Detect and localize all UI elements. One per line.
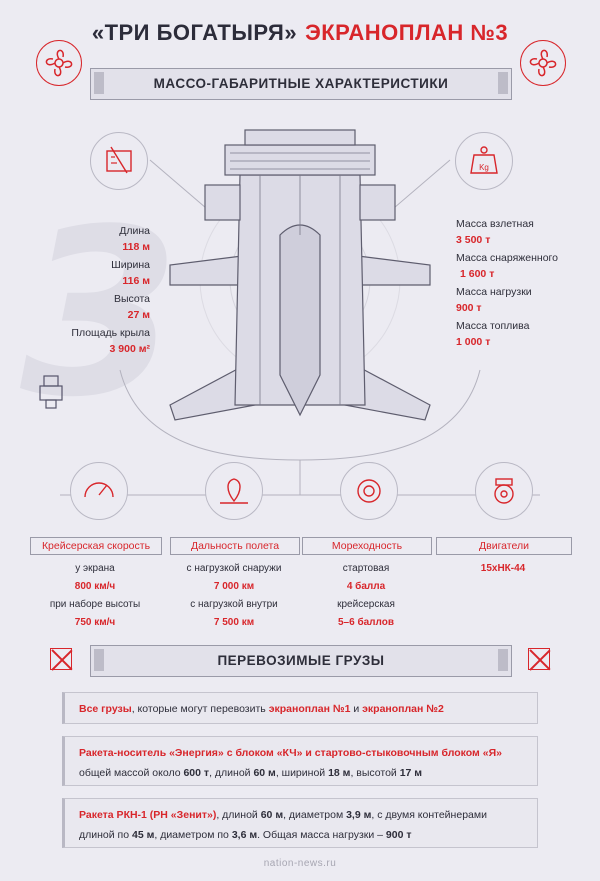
cargo-text: , диаметром по <box>154 829 232 841</box>
footer-watermark: nation-news.ru <box>263 858 337 869</box>
cargo-value: 45 м <box>131 829 155 841</box>
cargo-highlight: экраноплан №2 <box>362 703 444 715</box>
detail-text: крейсерская <box>337 599 395 610</box>
engine-sketch-icon <box>39 375 63 409</box>
cargo-text: , длиной <box>209 767 254 779</box>
dimension-value: 27 м <box>127 309 150 321</box>
dimension-value: 3 900 м² <box>109 343 150 355</box>
cargo-value: 17 м <box>399 767 423 779</box>
fan-icon-right <box>520 40 566 86</box>
dimension-label: Высота <box>113 293 150 305</box>
cargo-highlight: Все грузы <box>79 703 132 715</box>
cargo-text: , высотой <box>350 767 400 779</box>
crate-icon-left <box>50 648 72 670</box>
range-pin-icon <box>205 462 263 520</box>
cargo-text: , с двумя контейнерами <box>371 809 487 821</box>
cargo-value: 18 м <box>328 767 351 779</box>
detail-value: 750 км/ч <box>74 617 116 628</box>
detail-text: с нагрузкой снаружи <box>186 563 282 574</box>
detail-text: стартовая <box>342 563 390 574</box>
cargo-value: 3,9 м <box>346 809 372 821</box>
cruise-speed-details: у экрана 800 км/ч при наборе высоты 750 … <box>30 563 160 635</box>
mass-label: Масса нагрузки <box>456 286 532 298</box>
dimensions-block: Длина 118 м Ширина 116 м Высота 27 м Пло… <box>20 225 150 361</box>
tab-flight-range: Дальность полета <box>170 537 300 555</box>
engine-icon <box>475 462 533 520</box>
dimension-value: 118 м <box>122 241 150 253</box>
page-title: «ТРИ БОГАТЫРЯ» ЭКРАНОПЛАН №3 <box>90 16 510 50</box>
title-model: ЭКРАНОПЛАН №3 <box>305 20 509 45</box>
background-number: 3 <box>20 181 181 448</box>
cargo-text: , которые могут перевозить <box>131 703 269 715</box>
lifebuoy-icon <box>340 462 398 520</box>
mass-value: 3 500 т <box>456 234 491 246</box>
masses-block: Масса взлетная 3 500 т Масса снаряженног… <box>456 218 596 354</box>
mass-value: 900 т <box>456 302 482 314</box>
cargo-value: 900 т <box>385 829 412 841</box>
mass-label: Масса топлива <box>456 320 530 332</box>
ekranoplan-illustration <box>169 129 431 421</box>
detail-value: 15хНК-44 <box>480 563 526 574</box>
dimension-label: Площадь крыла <box>71 327 150 339</box>
title-name: «ТРИ БОГАТЫРЯ» <box>91 20 298 45</box>
dimension-value: 116 м <box>122 275 150 287</box>
cargo-value: 600 т <box>183 767 210 779</box>
cargo-value: 3,6 м <box>231 829 258 841</box>
detail-value: 7 000 км <box>213 581 255 592</box>
detail-value: 5–6 баллов <box>337 617 395 628</box>
cargo-text: общей массой около <box>79 767 184 779</box>
tab-engines: Двигатели <box>436 537 572 555</box>
cargo-item: Все грузы, которые могут перевозить экра… <box>62 692 538 724</box>
flight-range-details: с нагрузкой снаружи 7 000 км с нагрузкой… <box>170 563 298 635</box>
cargo-text: длиной по <box>79 829 132 841</box>
mass-value: 1 600 т <box>460 268 495 280</box>
mass-value: 1 000 т <box>456 336 491 348</box>
cargo-text: , шириной <box>275 767 329 779</box>
cargo-text: , диаметром <box>283 809 347 821</box>
seaworthiness-details: стартовая 4 балла крейсерская 5–6 баллов <box>302 563 430 635</box>
mass-label: Масса снаряженного <box>456 252 558 264</box>
cargo-text: . Общая масса нагрузки – <box>257 829 386 841</box>
cargo-value: 60 м <box>260 809 284 821</box>
fan-icon-left <box>36 40 82 86</box>
cargo-highlight: экраноплан №1 <box>268 703 351 715</box>
detail-text: с нагрузкой внутри <box>190 599 278 610</box>
weight-icon: Kg <box>455 132 513 190</box>
dimension-label: Ширина <box>111 259 150 271</box>
detail-text: у экрана <box>75 563 115 574</box>
speedometer-icon <box>70 462 128 520</box>
detail-value: 800 км/ч <box>74 581 116 592</box>
cargo-highlight: Ракета РКН-1 (РН «Зенит») <box>79 809 217 821</box>
crate-icon-right <box>528 648 550 670</box>
detail-value: 4 балла <box>346 581 386 592</box>
cargo-value: 60 м <box>253 767 276 779</box>
section-title-cargo: ПЕРЕВОЗИМЫЕ ГРУЗЫ <box>90 645 512 677</box>
detail-text: при наборе высоты <box>49 599 141 610</box>
tab-cruise-speed: Крейсерская скорость <box>30 537 162 555</box>
engines-details: 15хНК-44 <box>436 563 570 581</box>
ruler-icon <box>90 132 148 190</box>
detail-value: 7 500 км <box>213 617 255 628</box>
cargo-highlight: Ракета-носитель «Энергия» с блоком «КЧ» … <box>79 747 502 759</box>
cargo-item: Ракета-носитель «Энергия» с блоком «КЧ» … <box>62 736 538 786</box>
cargo-text: , длиной <box>216 809 261 821</box>
section-title-dimensions: МАССО-ГАБАРИТНЫЕ ХАРАКТЕРИСТИКИ <box>90 68 512 100</box>
dimension-label: Длина <box>119 225 150 237</box>
mass-label: Масса взлетная <box>456 218 534 230</box>
cargo-text: и <box>350 703 363 715</box>
tab-seaworthiness: Мореходность <box>302 537 432 555</box>
weight-unit: Kg <box>479 163 489 172</box>
cargo-item: Ракета РКН-1 (РН «Зенит»), длиной 60 м, … <box>62 798 538 848</box>
